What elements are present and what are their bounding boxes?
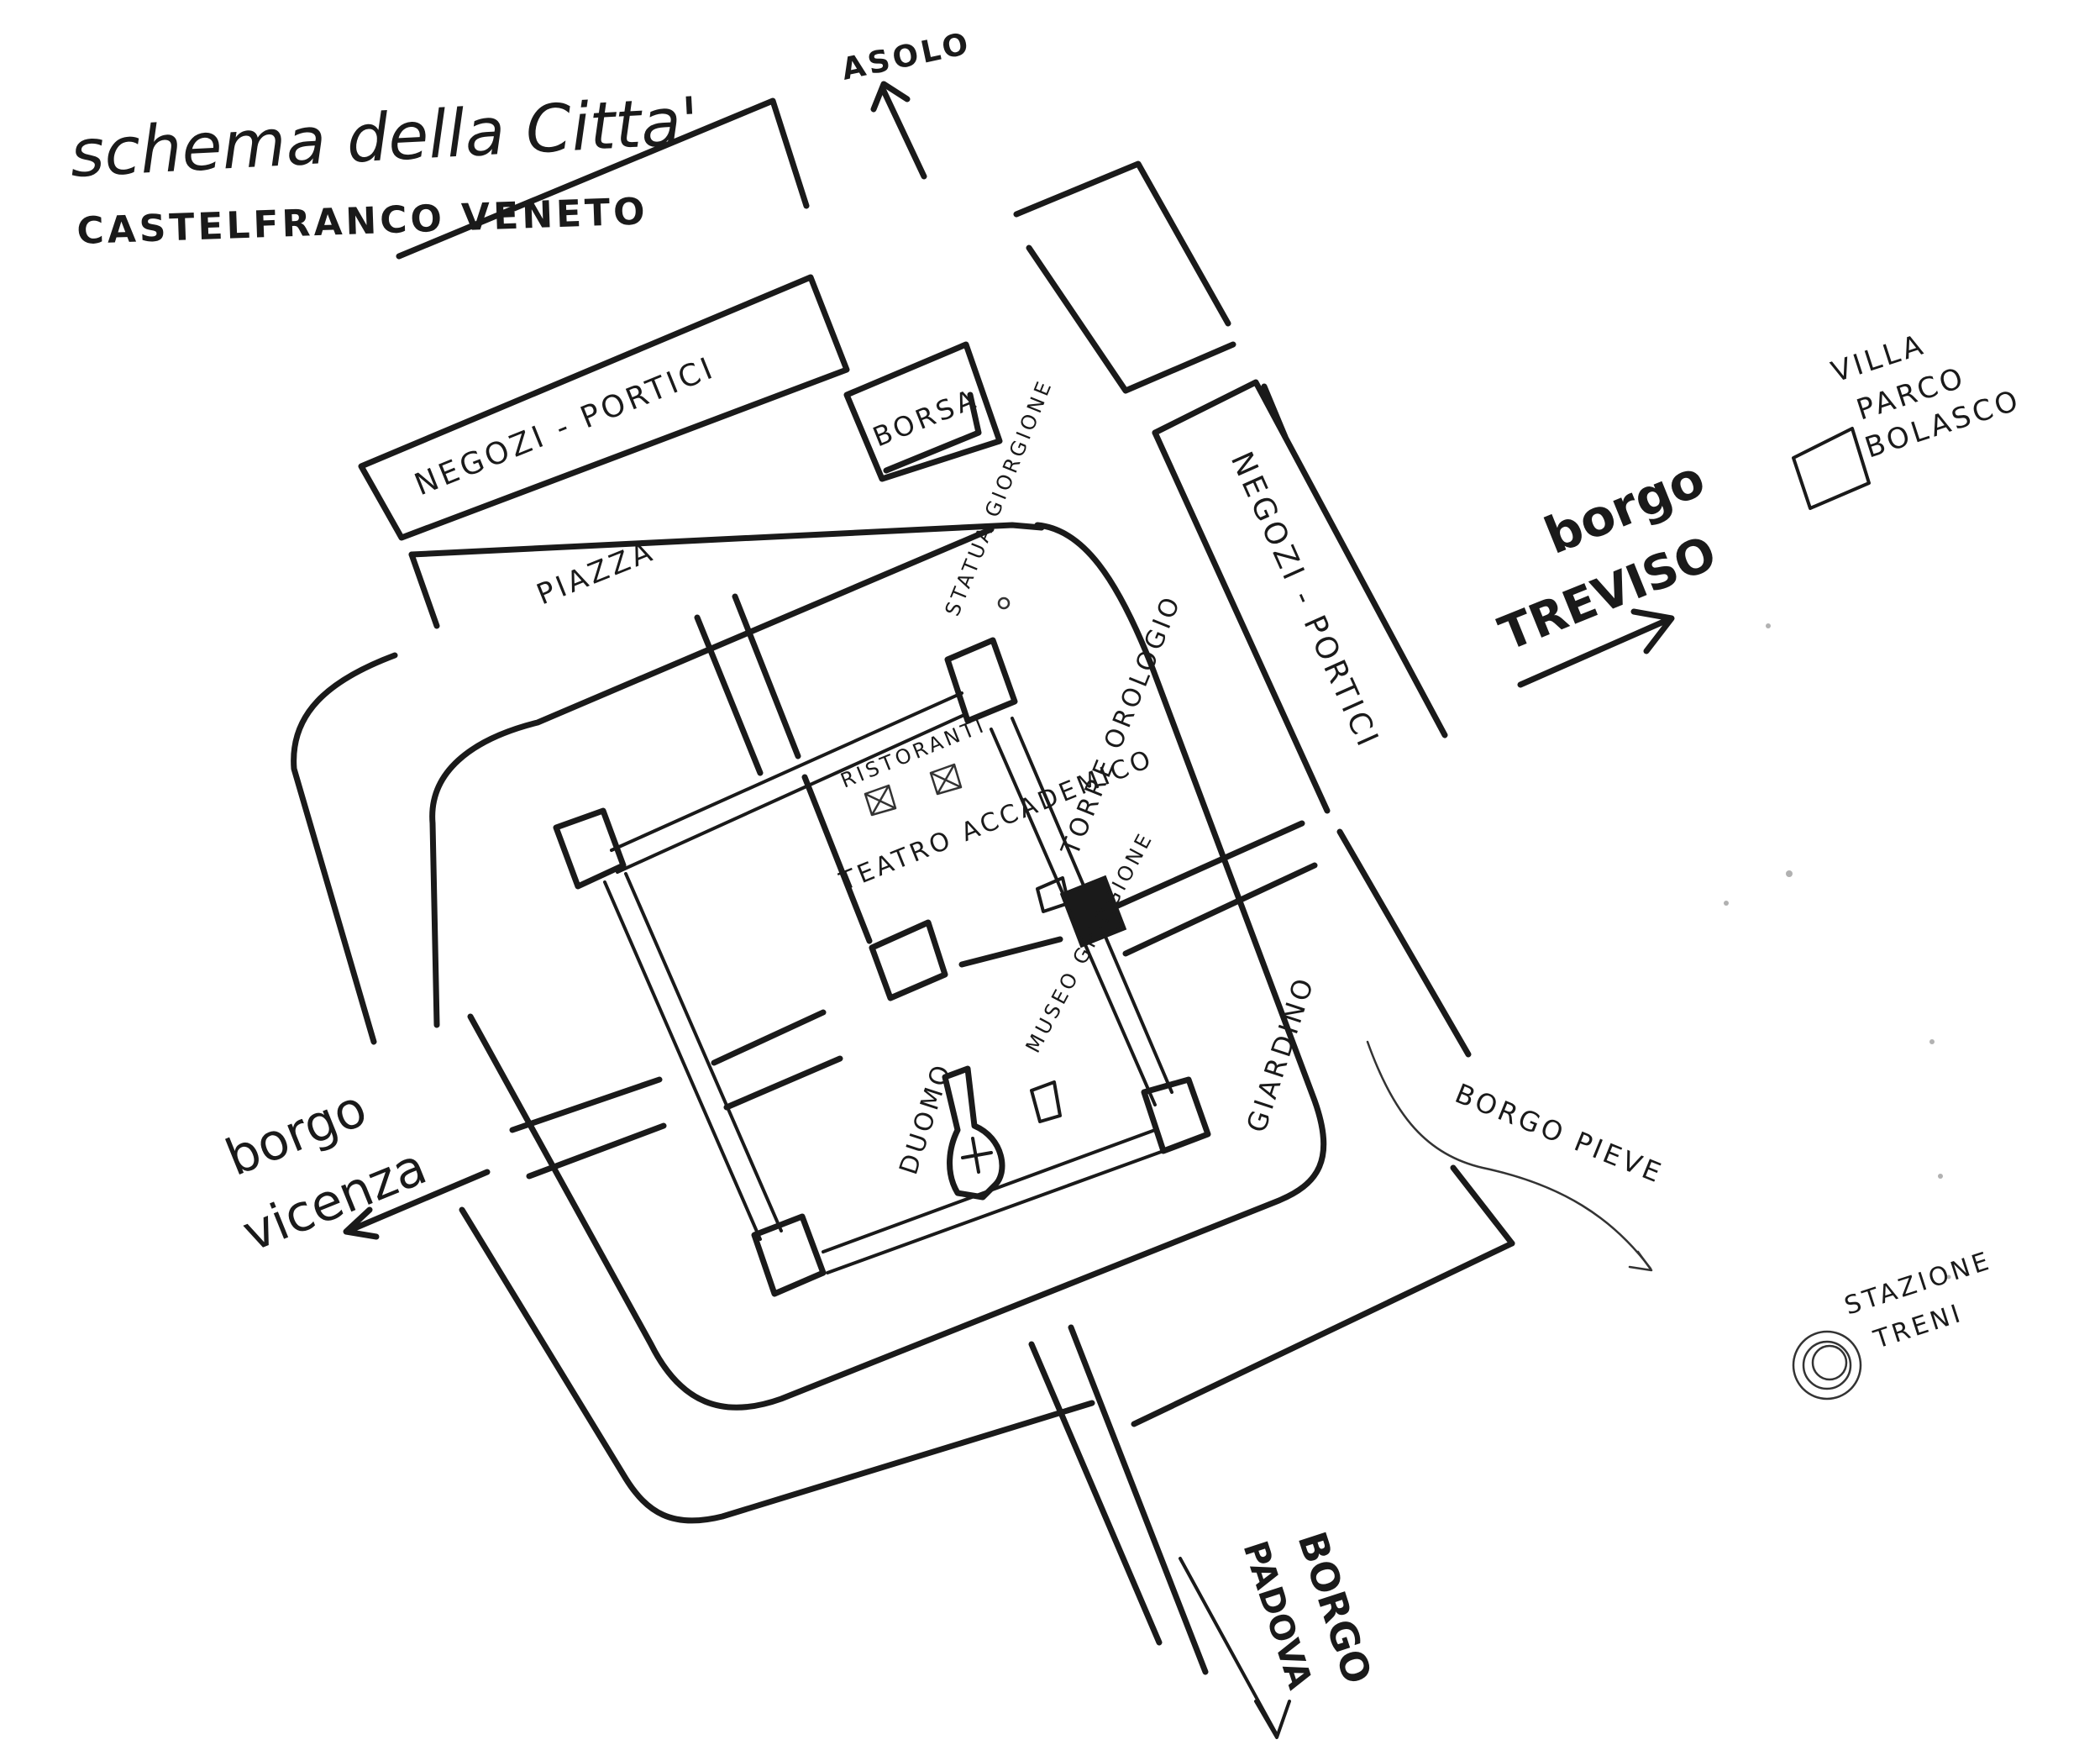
corner-tower-sw bbox=[751, 1213, 827, 1297]
block-borsa: BORSA bbox=[843, 341, 1003, 482]
church-cross-icon bbox=[942, 1065, 1005, 1201]
label-torre-orologio: TORRE OROLOGIO bbox=[1056, 591, 1188, 860]
ristoranti: RISTORANTI bbox=[837, 713, 990, 817]
corner-tower-se bbox=[1141, 1076, 1211, 1154]
outer-ring-road bbox=[291, 522, 1515, 1524]
corner-tower-ne bbox=[944, 637, 1018, 724]
road-east-west bbox=[509, 820, 1318, 1180]
corner-tower-nw bbox=[553, 807, 627, 890]
borgo-padova: BORGO PADOVA bbox=[1235, 1527, 1380, 1694]
teatro-accademico: TEATRO ACCADEMICO bbox=[835, 744, 1158, 1001]
title-line1: schema della Citta' bbox=[68, 84, 701, 192]
label-giardino: GIARDINO bbox=[1240, 972, 1320, 1137]
statue-dot-icon bbox=[997, 596, 1011, 610]
road-east-outer bbox=[1336, 828, 1472, 1058]
label-borsa: BORSA bbox=[869, 382, 983, 454]
stazione-treni: STAZIONE TRENI bbox=[1792, 1246, 1996, 1401]
borgo-pieve: BORGO PIEVE bbox=[1366, 1040, 1668, 1272]
borgo-treviso: borgo TREVISO bbox=[1492, 449, 1724, 688]
paper-specks bbox=[1724, 623, 1951, 1280]
street-north-south-inner bbox=[694, 593, 873, 944]
label-ristoranti: RISTORANTI bbox=[837, 713, 990, 793]
villa-parco-bolasco: VILLA PARCO BOLASCO bbox=[1792, 328, 2025, 510]
block-negozi-portici-ne: NEGOZI - PORTICI bbox=[1152, 379, 1448, 814]
label-negozi-portici-ne: NEGOZI - PORTICI bbox=[1224, 447, 1386, 754]
crossed-box-icon bbox=[929, 763, 963, 796]
borgo-vicenza: borgo vicenza bbox=[218, 1079, 491, 1264]
label-borgo-pieve: BORGO PIEVE bbox=[1451, 1077, 1668, 1190]
tower-icon bbox=[1059, 875, 1127, 949]
label-stazione-line1: STAZIONE bbox=[1841, 1246, 1996, 1322]
duomo: DUOMO bbox=[894, 1059, 1005, 1201]
crossed-box-icon bbox=[864, 784, 897, 817]
title-line2: CASTELFRANCO VENETO bbox=[76, 190, 649, 253]
road-asolo: ASOLO bbox=[838, 26, 974, 180]
label-asolo: ASOLO bbox=[838, 26, 974, 87]
road-padova bbox=[1028, 1324, 1291, 1739]
block-ne-top bbox=[1013, 160, 1236, 394]
train-station-icon bbox=[1792, 1330, 1862, 1401]
museo-giorgione: MUSEO GIORGIONE bbox=[1021, 828, 1158, 1123]
